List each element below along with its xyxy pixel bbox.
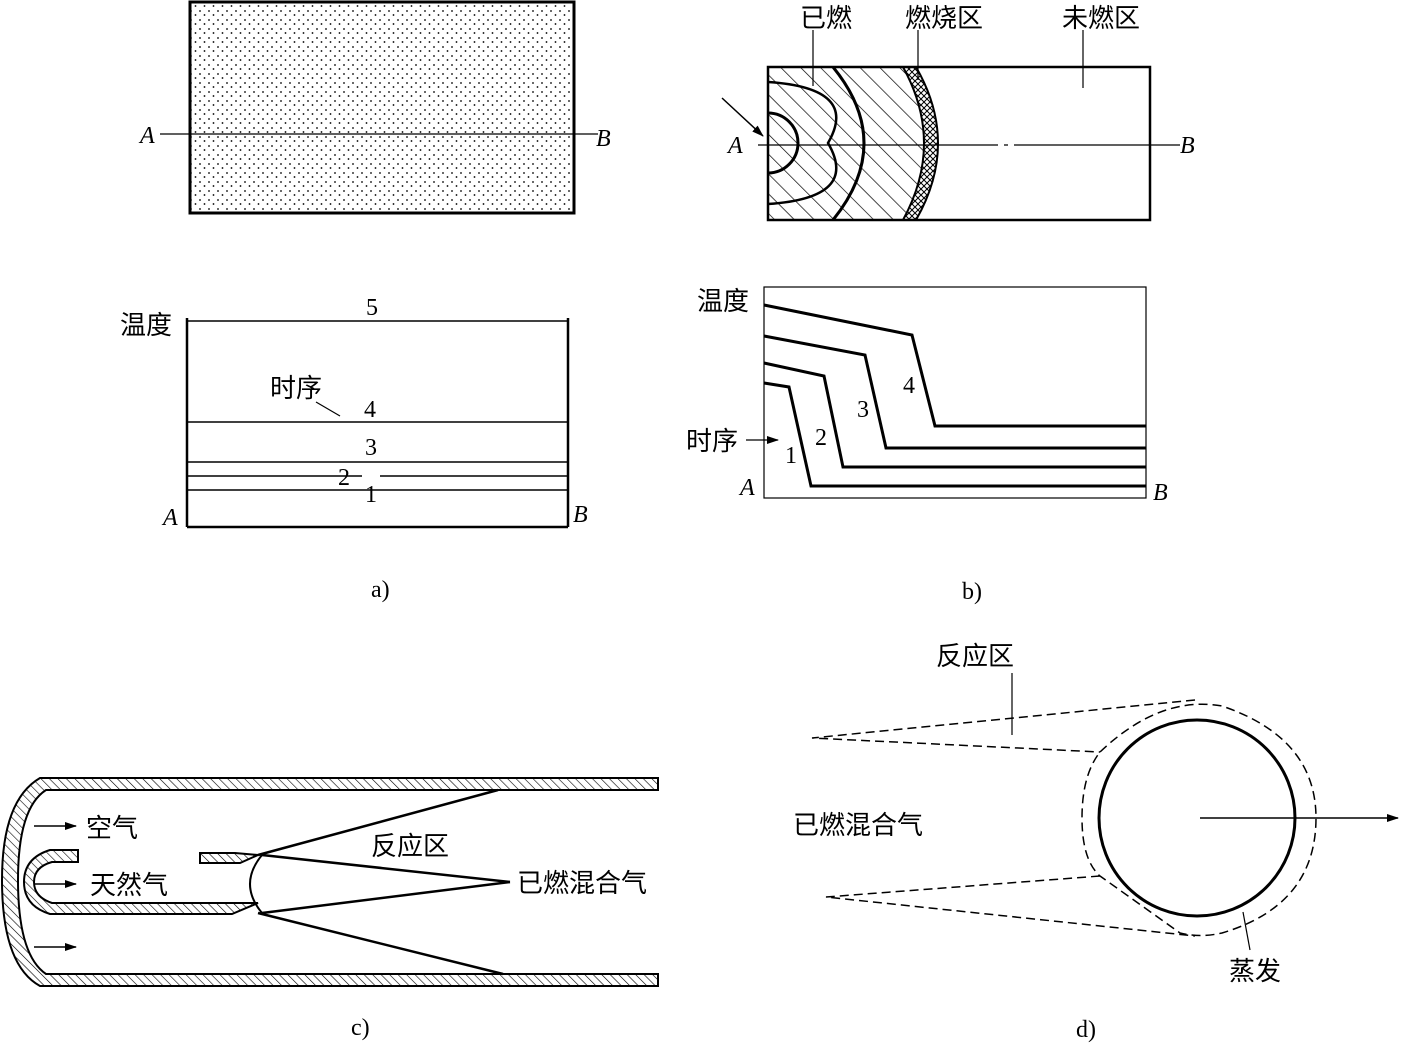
panel-d-burned-mixture-label: 已燃混合气 [793, 811, 923, 841]
panel-a-premix-block [188, 0, 576, 215]
panel-c-inner-nozzle [22, 849, 259, 915]
panel-b-time-label: 时序 [686, 427, 738, 457]
panel-a-caption: a) [371, 577, 390, 603]
panel-a-label-2: 2 [338, 465, 350, 491]
panel-b-curve-1 [763, 381, 1146, 488]
panel-b: A B 已燃 燃烧区 未燃区 温度 时序 1 2 3 4 A B b) [686, 4, 1195, 605]
panel-b-front-1 [768, 111, 800, 175]
panel-b-curve-3 [763, 334, 1146, 450]
panel-a-ylabel: 温度 [120, 311, 172, 341]
panel-c-burned-mixture-label: 已燃混合气 [517, 869, 647, 899]
panel-d-lower-tail [825, 875, 1196, 937]
panel-a-point-b-top: B [596, 126, 611, 152]
panel-b-chart-frame [763, 286, 1147, 499]
panel-a: A B 温度 时序 5 4 3 2 1 A B a) [120, 0, 611, 603]
panel-b-temperature-chart: 温度 时序 1 2 3 4 A B [686, 286, 1168, 506]
panel-d-upper-tail [811, 699, 1196, 753]
panel-b-burning-zone-band [901, 67, 939, 220]
panel-d-evaporation-label: 蒸发 [1229, 957, 1281, 987]
panel-b-caption: b) [962, 579, 982, 605]
panel-c-inner-cone-lower [261, 880, 511, 915]
panel-a-point-a: A [161, 505, 178, 531]
panel-a-temperature-chart: 温度 时序 5 4 3 2 1 A B [120, 295, 588, 531]
panel-b-point-a-top: A [726, 133, 743, 159]
panel-c-reaction-upper [257, 788, 499, 857]
panel-d-caption: d) [1076, 1017, 1096, 1043]
panel-b-front-2 [768, 80, 838, 206]
panel-a-label-5: 5 [366, 295, 378, 321]
panel-b-label-4: 4 [903, 373, 915, 399]
panel-a-time-pointer [315, 401, 341, 417]
panel-b-burning-zone-label: 燃烧区 [905, 4, 983, 34]
panel-c-natural-gas-label: 天然气 [90, 871, 168, 901]
panel-c: 空气 天然气 反应区 已燃混合气 c) [0, 777, 659, 1041]
panel-c-reaction-lower [257, 911, 504, 976]
panel-c-air-label: 空气 [86, 814, 138, 844]
panel-b-unburned-zone-label: 未燃区 [1062, 4, 1140, 34]
panel-c-jet-boundary [249, 854, 263, 914]
panel-c-nozzle-upper-lip [199, 852, 259, 864]
panel-b-tube [766, 65, 1152, 222]
panel-b-label-3: 3 [857, 397, 869, 423]
panel-b-burned-label: 已燃 [800, 4, 852, 34]
panel-d-reaction-zone-label: 反应区 [936, 642, 1014, 672]
panel-b-point-a: A [738, 475, 755, 501]
panel-b-point-b-top: B [1180, 133, 1195, 159]
panel-d-evaporation-leader [1242, 911, 1251, 951]
panel-b-curve-4 [763, 303, 1146, 428]
panel-c-inner-cone-upper [261, 853, 511, 884]
panel-d: 反应区 已燃混合气 蒸发 d) [793, 642, 1399, 1043]
panel-a-time-label: 时序 [270, 374, 322, 404]
panel-d-reaction-envelope [1081, 703, 1317, 937]
panel-c-reaction-zone-label: 反应区 [371, 832, 449, 862]
panel-a-label-1: 1 [365, 482, 377, 508]
panel-b-curve-2 [763, 361, 1146, 469]
panel-a-label-4: 4 [364, 397, 376, 423]
panel-b-point-b: B [1153, 480, 1168, 506]
panel-b-label-2: 2 [815, 425, 827, 451]
panel-c-outer-wall [0, 777, 659, 987]
panel-b-ignition-arrow [721, 97, 764, 137]
panel-b-front-3 [831, 67, 866, 220]
panel-b-ylabel: 温度 [697, 287, 749, 317]
panel-b-burned-region [768, 67, 924, 220]
panel-c-caption: c) [351, 1015, 370, 1041]
panel-a-point-a-top: A [138, 123, 155, 149]
panel-a-point-b: B [573, 502, 588, 528]
panel-b-label-1: 1 [785, 443, 797, 469]
panel-a-label-3: 3 [365, 435, 377, 461]
